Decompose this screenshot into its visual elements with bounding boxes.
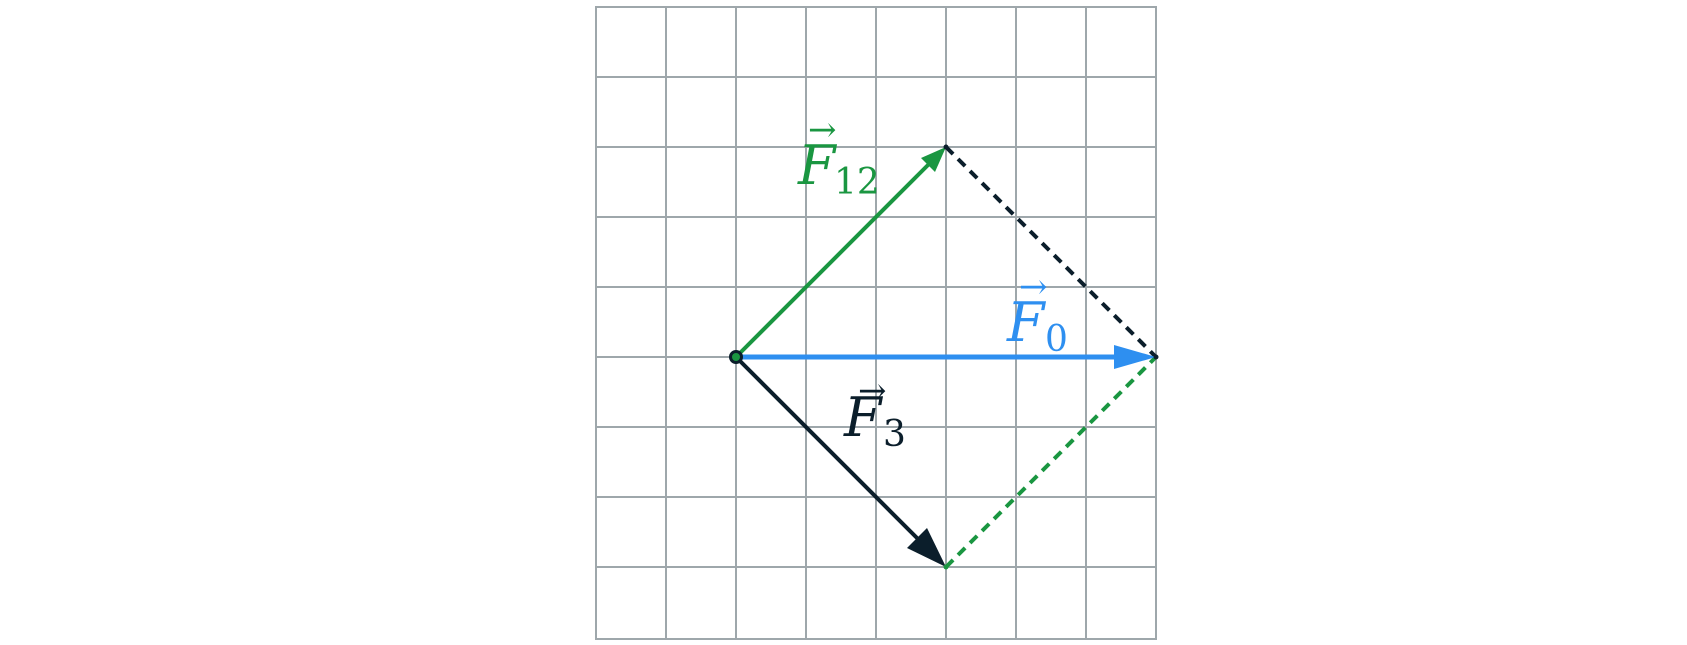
label-f12-arrow: → [808, 110, 837, 150]
label-f0-sub: 0 [1045, 319, 1068, 360]
label-f12-name: F [797, 134, 838, 197]
label-f3-arrow: → [858, 371, 887, 411]
grid [595, 6, 1157, 640]
label-f0-arrow: → [1019, 267, 1048, 307]
vector-f12-arrowhead [921, 147, 946, 172]
vector-f3-arrowhead [907, 528, 946, 567]
vector-f12-line [734, 153, 940, 359]
vector-f3-line [734, 355, 926, 547]
label-f3-sub: 3 [883, 414, 906, 455]
label-f12-sub: 12 [834, 162, 880, 203]
label-f3-name: F [843, 386, 884, 449]
endpoint-dot [943, 144, 949, 150]
vector-f0-arrowhead [1114, 345, 1156, 369]
label-f0-name: F [1006, 291, 1047, 354]
origin-point [729, 350, 743, 364]
endpoint-dot [1153, 354, 1159, 360]
dashed-line-dark [944, 145, 1158, 359]
label-f0: → F 0 [1006, 267, 1068, 360]
label-f3: → F 3 [843, 371, 906, 455]
dashed-line-green [944, 355, 1158, 569]
label-f12: → F 12 [797, 110, 880, 203]
endpoint-dot [943, 564, 949, 570]
